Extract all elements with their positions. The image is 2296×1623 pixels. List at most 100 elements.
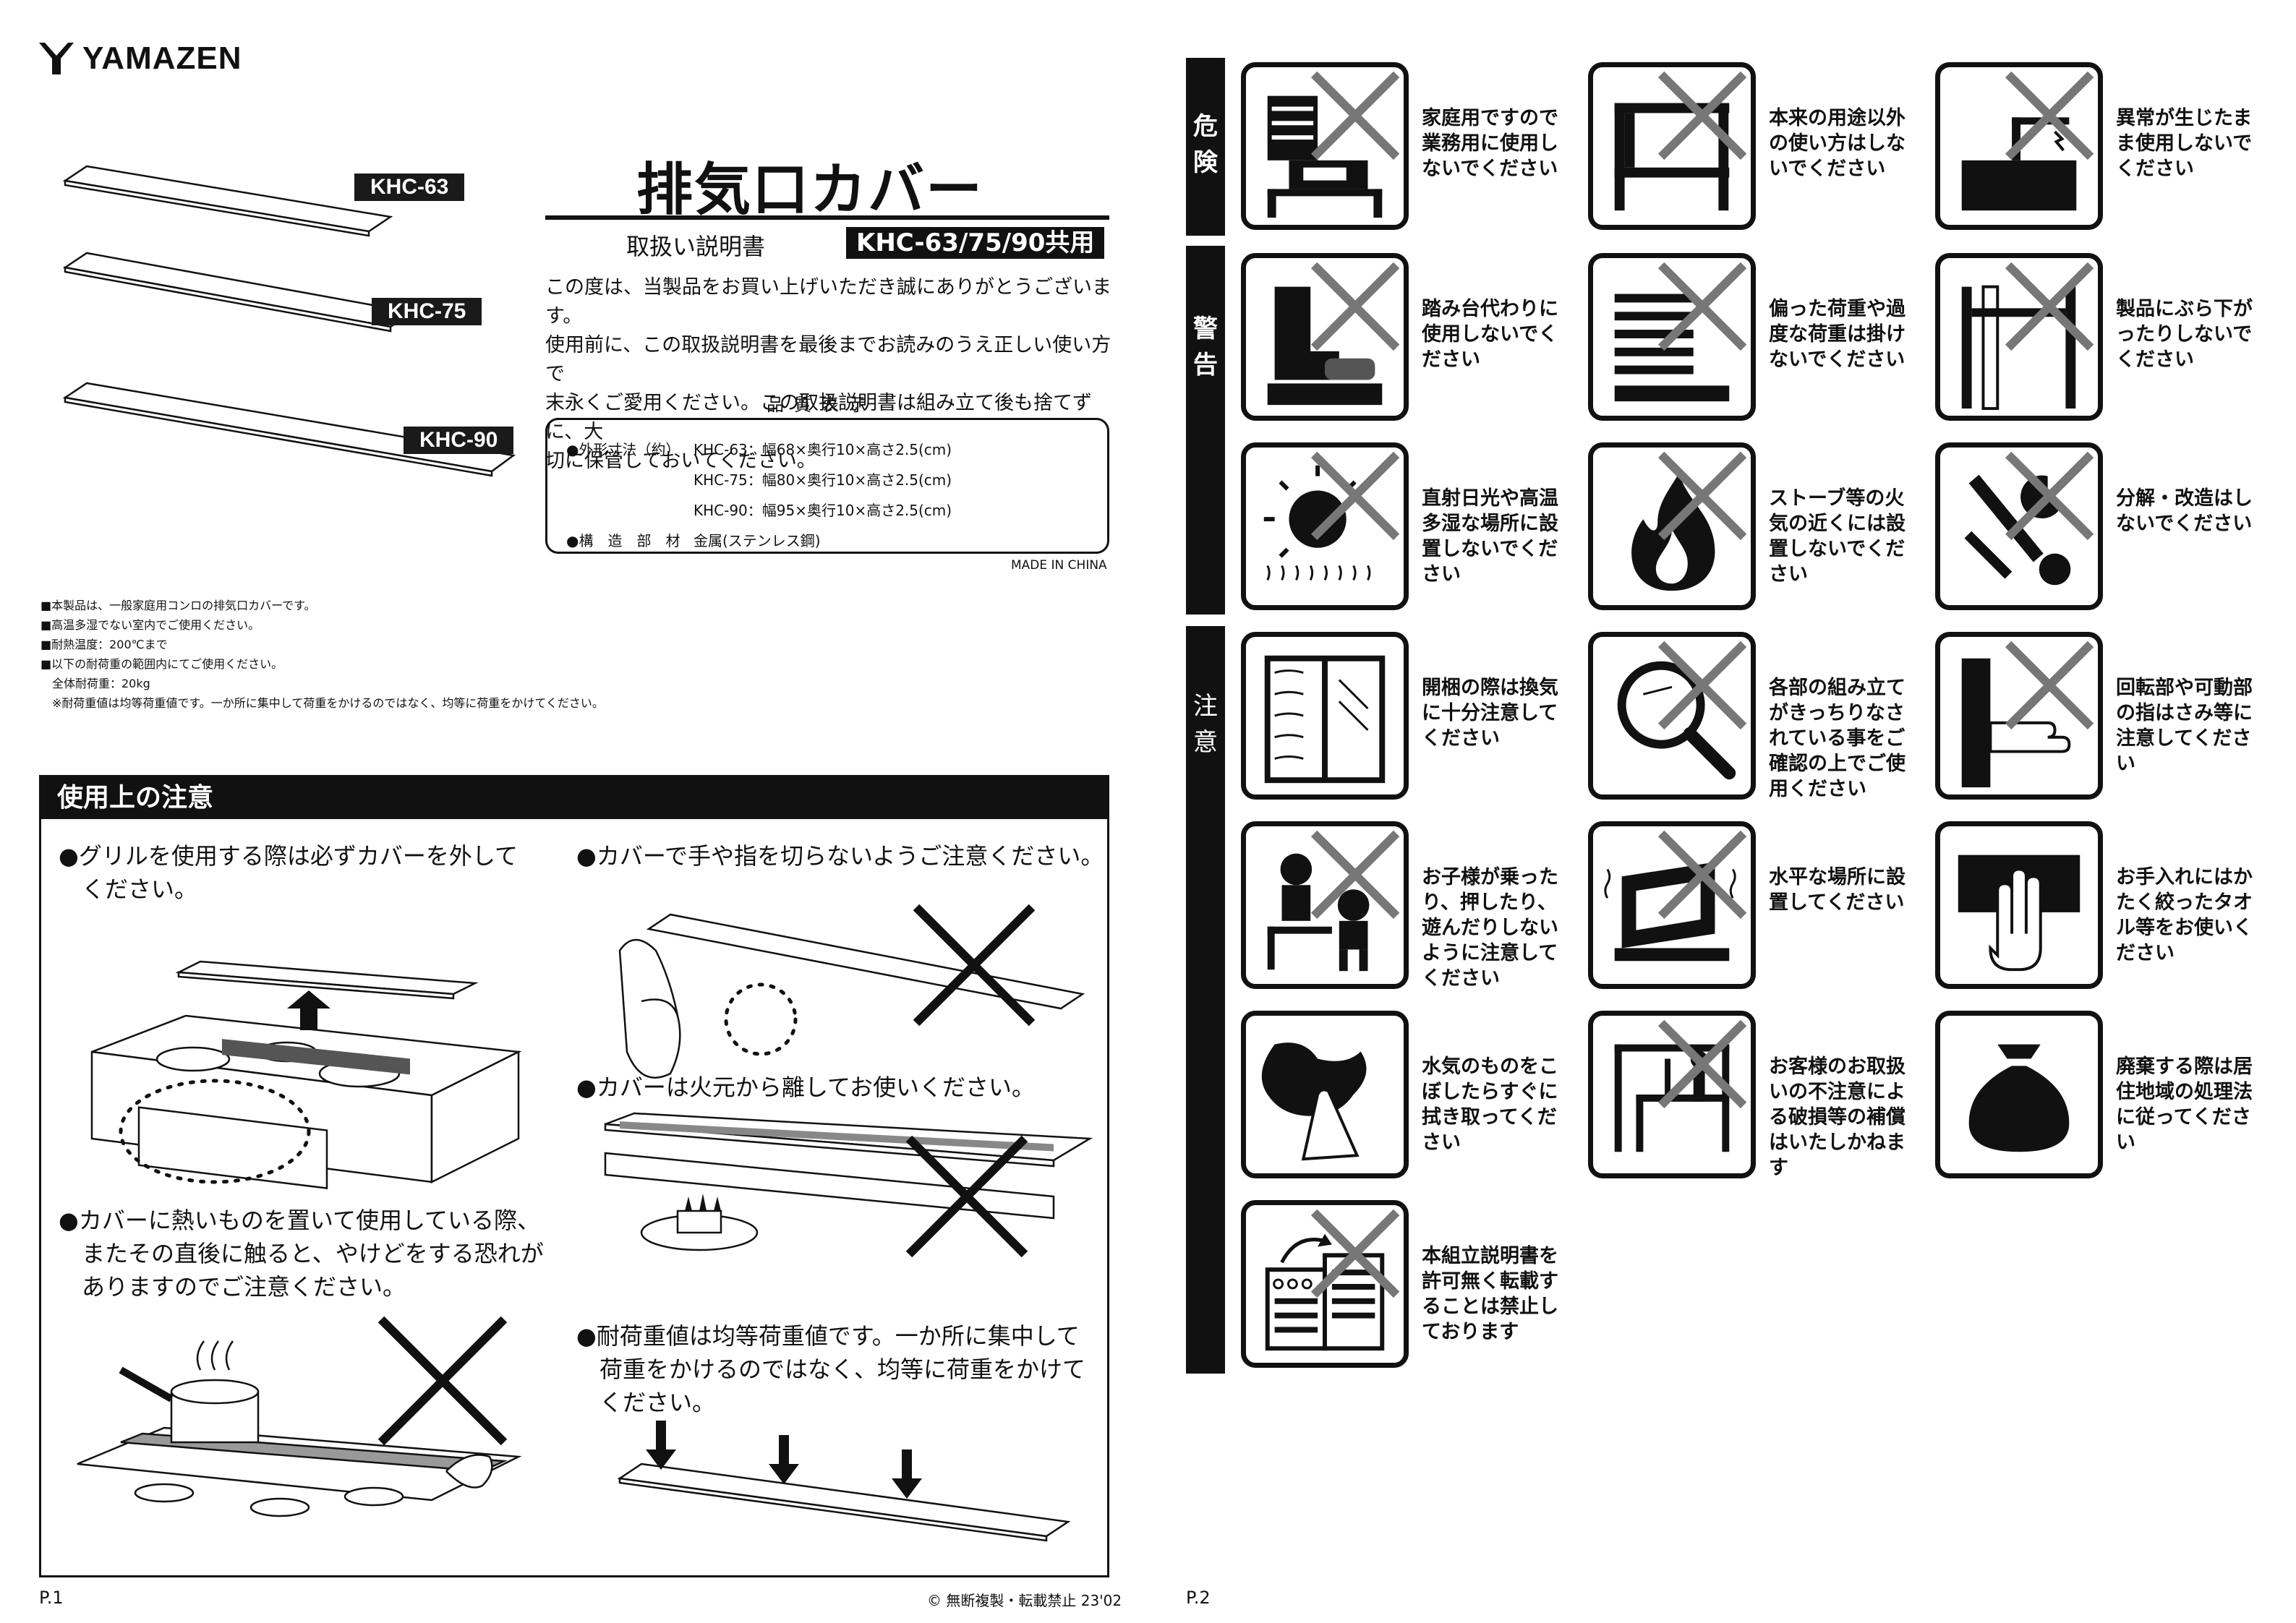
caption-line: 本来の用途以外 [1769, 107, 1905, 129]
caution-load: ●耐荷重値は均等荷重値です。一か所に集中して 荷重をかけるのではなく、均等に荷重… [576, 1322, 1086, 1416]
pictogram [1241, 442, 1409, 610]
caption-line: ま使用しないで [2116, 132, 2253, 155]
sunlight-icon [1263, 451, 1400, 581]
caption-line: 直射日光や高温 [1422, 487, 1558, 510]
caption-line: れている事をご [1769, 727, 1905, 750]
caption-line: 多湿な場所に設 [1422, 513, 1558, 535]
caption-line: さい [1769, 563, 1808, 586]
pictogram [1588, 821, 1756, 989]
pictogram [1588, 1011, 1756, 1178]
hot-pot-illustration [77, 1316, 522, 1517]
pictogram-caption: 製品にぶら下がったりしないでください [2116, 296, 2261, 372]
pictogram [1241, 1011, 1409, 1178]
manual-subtitle: 取扱い説明書 [626, 233, 766, 260]
page-number-2: P.2 [1186, 1588, 1211, 1608]
caption-line: お手入れにはか [2116, 866, 2253, 888]
caption-line: 業務用に使用し [1422, 132, 1558, 155]
page-number-1: P.1 [39, 1588, 64, 1608]
intro-line: 末永くご愛用ください。この取扱説明書は組み立て後も捨てずに、大 [545, 392, 1092, 443]
disposal-icon [1968, 1044, 2070, 1152]
pictogram-caption: 本来の用途以外の使い方はしないでください [1769, 106, 1913, 181]
pictogram-caption: お客様のお取扱いの不注意による破損等の補償はいたしかねます [1769, 1054, 1913, 1181]
caption-line: 水平な場所に設 [1769, 866, 1905, 888]
pictogram [1241, 253, 1409, 421]
caption-line: の使い方はしな [1769, 132, 1905, 155]
caption-line: ください [1422, 727, 1500, 750]
pictogram [1935, 632, 2103, 800]
caption-line: ったりしないで [2116, 323, 2253, 346]
product-boards-illustration [62, 165, 516, 477]
intro-line: 使用前に、この取扱説明書を最後までお読みのうえ正しい使い方で [545, 334, 1111, 385]
section-danger: 危 険 [1186, 58, 1225, 236]
caption-line: に十分注意して [1422, 702, 1558, 724]
caption-line: ぼしたらすぐに [1422, 1081, 1558, 1103]
model-label-khc90: KHC-90 [404, 427, 514, 454]
pictogram-caption: 踏み台代わりに使用しないでください [1422, 296, 1566, 372]
hanging-icon [1961, 262, 2094, 411]
even-load-illustration [617, 1421, 1071, 1542]
quality-row: ●構 造 部 材 金属(ステンレス鋼) [566, 524, 1088, 554]
caption-line: す [1769, 1157, 1788, 1179]
caption-line: ル等をお使いく [2116, 917, 2253, 939]
pictogram-caption: 開梱の際は換気に十分注意してください [1422, 675, 1566, 751]
pictogram-caption: ストーブ等の火気の近くには設置しないでください [1769, 486, 1913, 587]
pictogram [1935, 1011, 2103, 1178]
ventilation-icon [1264, 655, 1386, 784]
pictogram [1935, 821, 2103, 989]
magnifier-icon [1617, 641, 1747, 780]
caption-line: 家庭用ですので [1422, 107, 1558, 129]
caption-line: 偏った荷重や過 [1769, 298, 1905, 320]
caption-line: 分解・改造はし [2116, 487, 2253, 510]
caption-line: 踏み台代わりに [1422, 298, 1558, 320]
caption-line: ないでください [1769, 348, 1905, 371]
caption-line: 置してください [1769, 891, 1905, 914]
section-danger-char: 危 [1193, 112, 1218, 141]
pictogram [1241, 821, 1409, 989]
intro-line: 切に保管しておいてください。 [545, 450, 816, 472]
caption-line: 本組立説明書を [1422, 1245, 1558, 1267]
caption-line: 製品にぶら下が [2116, 298, 2253, 320]
quality-heading: 品質表示 [767, 395, 876, 415]
caption-line: 拭き取ってくだ [1422, 1106, 1557, 1129]
caption-line: 確認の上でご使 [1769, 753, 1905, 775]
fire-icon [1631, 451, 1747, 591]
caption-line: い [2116, 753, 2135, 775]
pictogram-caption: お手入れにはかたく絞ったタオル等をお使いください [2116, 865, 2261, 966]
caption-line: さい [1422, 563, 1461, 586]
material-value: 金属(ステンレス鋼) [694, 531, 821, 549]
intro-line: この度は、当製品をお買い上げいただき誠にありがとうございます。 [545, 276, 1111, 327]
section-caution-char: 意 [1193, 728, 1218, 757]
size-label: ●外形寸法（約） [566, 440, 680, 458]
brand-logo: YAMAZEN [39, 40, 242, 77]
pictogram [1935, 62, 2103, 230]
made-in: MADE IN CHINA [1011, 558, 1107, 573]
caption-line: がきっちりなさ [1769, 702, 1905, 724]
caption-line: ださい [1422, 348, 1480, 371]
caption-line: ストーブ等の火 [1769, 487, 1905, 510]
caption-line: る破損等の補償 [1769, 1106, 1905, 1129]
wipe-cloth-icon [1958, 855, 2081, 972]
pictogram-caption: 水気のものをこぼしたらすぐに拭き取ってください [1422, 1054, 1566, 1155]
pictogram [1241, 62, 1409, 230]
pictogram [1935, 442, 2103, 610]
pictogram-caption: 家庭用ですので業務用に使用しないでください [1422, 106, 1566, 181]
caption-line: ることは禁止し [1422, 1296, 1558, 1318]
product-notes: ■本製品は、一般家庭用コンロの排気口カバーです。 ■高温多湿でない室内でご使用く… [40, 596, 604, 713]
caption-line: の指はさみ等に [2116, 702, 2253, 724]
title-divider [545, 215, 1109, 220]
caution-hot: ●カバーに熱いものを置いて使用している際、 またその直後に触ると、やけどをする恐… [59, 1207, 544, 1301]
pictogram-caption: 分解・改造はしないでください [2116, 486, 2261, 536]
section-caution: 注 意 [1186, 626, 1225, 1374]
pictogram-caption: 水平な場所に設置してください [1769, 865, 1913, 915]
caption-line: 回転部や可動部 [2116, 677, 2253, 699]
caption-line: ください [2116, 348, 2194, 371]
other-use-icon [1614, 71, 1747, 211]
pinch-icon [1961, 641, 2094, 788]
caption-line: ください [2116, 158, 2194, 180]
section-danger-char: 険 [1193, 148, 1218, 177]
caption-line: ないでください [1422, 158, 1558, 180]
size-khc63: KHC-63：幅68×奥行10×高さ2.5(cm) [694, 440, 952, 458]
caption-line: り、押したり、 [1422, 891, 1557, 914]
caption-line: ないでください [2116, 513, 2253, 535]
caption-line: 開梱の際は換気 [1422, 677, 1558, 699]
